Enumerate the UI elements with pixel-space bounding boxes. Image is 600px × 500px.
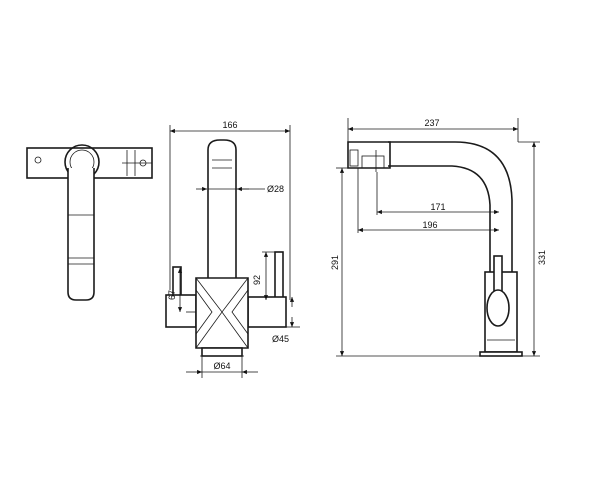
base bbox=[201, 347, 243, 357]
side-lever-knob bbox=[486, 289, 510, 327]
mounting-hole-left bbox=[34, 156, 42, 164]
side-view: 237 171 196 291 331 bbox=[330, 118, 547, 357]
dim-height-291: 291 bbox=[330, 255, 340, 270]
dim-lever-height: 92 bbox=[252, 275, 262, 285]
spout-arm bbox=[388, 141, 513, 275]
dim-front-width: 166 bbox=[222, 120, 237, 130]
spout-top bbox=[67, 168, 95, 301]
valve-body-right bbox=[247, 296, 287, 328]
spout-column bbox=[207, 139, 237, 278]
top-view bbox=[26, 144, 153, 301]
dim-side-width: 237 bbox=[424, 118, 439, 128]
dim-body-diameter: Ø45 bbox=[272, 334, 289, 344]
dim-reach-196: 196 bbox=[422, 220, 437, 230]
dim-height-331: 331 bbox=[537, 250, 547, 265]
dim-reach-171: 171 bbox=[430, 202, 445, 212]
front-view: 166 Ø28 92 67 Ø45 Ø64 bbox=[165, 120, 300, 378]
spout-head bbox=[347, 141, 391, 169]
dim-base-diameter: Ø64 bbox=[213, 361, 230, 371]
dim-body-height: 67 bbox=[167, 290, 177, 300]
dim-spout-diameter: Ø28 bbox=[267, 184, 284, 194]
lever-right bbox=[274, 251, 284, 301]
